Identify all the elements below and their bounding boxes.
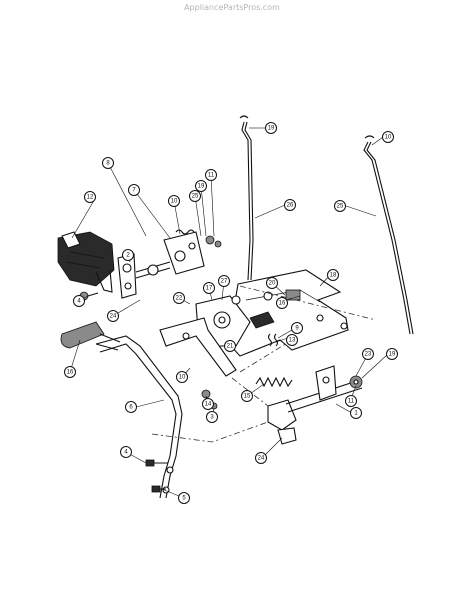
callout-label: 24 xyxy=(258,455,265,461)
callout-label: 3 xyxy=(210,414,214,420)
callout-label: 27 xyxy=(221,278,228,284)
callout-label: 12 xyxy=(87,194,94,200)
callout-13: 13 xyxy=(286,334,298,346)
callout-label: 16 xyxy=(67,369,74,375)
callout-label: 1 xyxy=(354,410,358,416)
callout-19: 19 xyxy=(386,348,398,360)
callout-label: 5 xyxy=(182,495,186,501)
callout-label: 19 xyxy=(389,351,396,357)
callout-label: 13 xyxy=(289,337,296,343)
callout-25: 25 xyxy=(334,200,346,212)
callout-label: 10 xyxy=(171,198,178,204)
callout-4: 4 xyxy=(73,295,85,307)
callout-label: 20 xyxy=(269,280,276,286)
callout-label: 7 xyxy=(132,187,136,193)
callout-26: 26 xyxy=(284,199,296,211)
callout-label: 26 xyxy=(287,202,294,208)
callout-25: 25 xyxy=(189,190,201,202)
callout-label: 19 xyxy=(198,183,205,189)
callout-1: 1 xyxy=(350,407,362,419)
callout-15: 15 xyxy=(241,390,253,402)
callout-12: 12 xyxy=(84,191,96,203)
callout-24: 24 xyxy=(255,452,267,464)
callout-16: 16 xyxy=(64,366,76,378)
callout-20: 20 xyxy=(266,277,278,289)
callout-17: 17 xyxy=(203,282,215,294)
bracket-7 xyxy=(163,229,222,275)
callout-27: 27 xyxy=(218,275,230,287)
watermark: AppliancePartsPros.com xyxy=(184,3,280,12)
callout-4: 4 xyxy=(120,446,132,458)
callout-16: 16 xyxy=(276,297,288,309)
callout-7: 7 xyxy=(128,184,140,196)
spring-15 xyxy=(255,376,293,388)
callout-11: 11 xyxy=(205,169,217,181)
callout-6: 6 xyxy=(125,401,137,413)
callout-label: 15 xyxy=(244,393,251,399)
callout-10: 10 xyxy=(382,131,394,143)
callout-8: 8 xyxy=(102,157,114,169)
callout-21: 21 xyxy=(224,340,236,352)
callout-18: 18 xyxy=(327,269,339,281)
callout-3: 3 xyxy=(206,411,218,423)
callout-label: 23 xyxy=(365,351,372,357)
callout-label: 2 xyxy=(126,252,130,258)
callout-label: 21 xyxy=(227,343,234,349)
callout-label: 10 xyxy=(385,134,392,140)
callout-label: 11 xyxy=(348,398,355,404)
mounting-plate-18 xyxy=(219,269,349,357)
callout-label: 17 xyxy=(206,285,213,291)
callout-5: 5 xyxy=(178,492,190,504)
callout-label: 24 xyxy=(110,313,117,319)
shaft-1 xyxy=(267,365,363,445)
callout-label: 4 xyxy=(77,298,81,304)
callout-label: 22 xyxy=(176,295,183,301)
callout-label: 4 xyxy=(124,449,128,455)
callout-14: 14 xyxy=(202,398,214,410)
callout-label: 25 xyxy=(192,193,199,199)
callout-label: 16 xyxy=(279,300,286,306)
callout-10: 10 xyxy=(176,371,188,383)
callout-label: 9 xyxy=(295,325,299,331)
pedal-16 xyxy=(60,321,121,351)
callout-label: 14 xyxy=(205,401,212,407)
callout-10: 10 xyxy=(168,195,180,207)
callout-label: 10 xyxy=(179,374,186,380)
callout-24: 24 xyxy=(107,310,119,322)
bracket-20 xyxy=(159,317,237,377)
callout-label: 11 xyxy=(208,172,215,178)
callout-label: 6 xyxy=(129,404,133,410)
callout-11: 11 xyxy=(345,395,357,407)
callout-2: 2 xyxy=(122,249,134,261)
callout-label: 25 xyxy=(337,203,344,209)
callout-label: 19 xyxy=(268,125,275,131)
callout-19: 19 xyxy=(195,180,207,192)
callout-label: 18 xyxy=(330,272,337,278)
control-rod-25 xyxy=(363,135,414,335)
callout-23: 23 xyxy=(362,348,374,360)
control-rod-26 xyxy=(239,115,254,281)
callout-22: 22 xyxy=(173,292,185,304)
callout-19: 19 xyxy=(265,122,277,134)
pedal-12 xyxy=(57,231,115,293)
callout-label: 8 xyxy=(106,160,110,166)
callout-9: 9 xyxy=(291,322,303,334)
